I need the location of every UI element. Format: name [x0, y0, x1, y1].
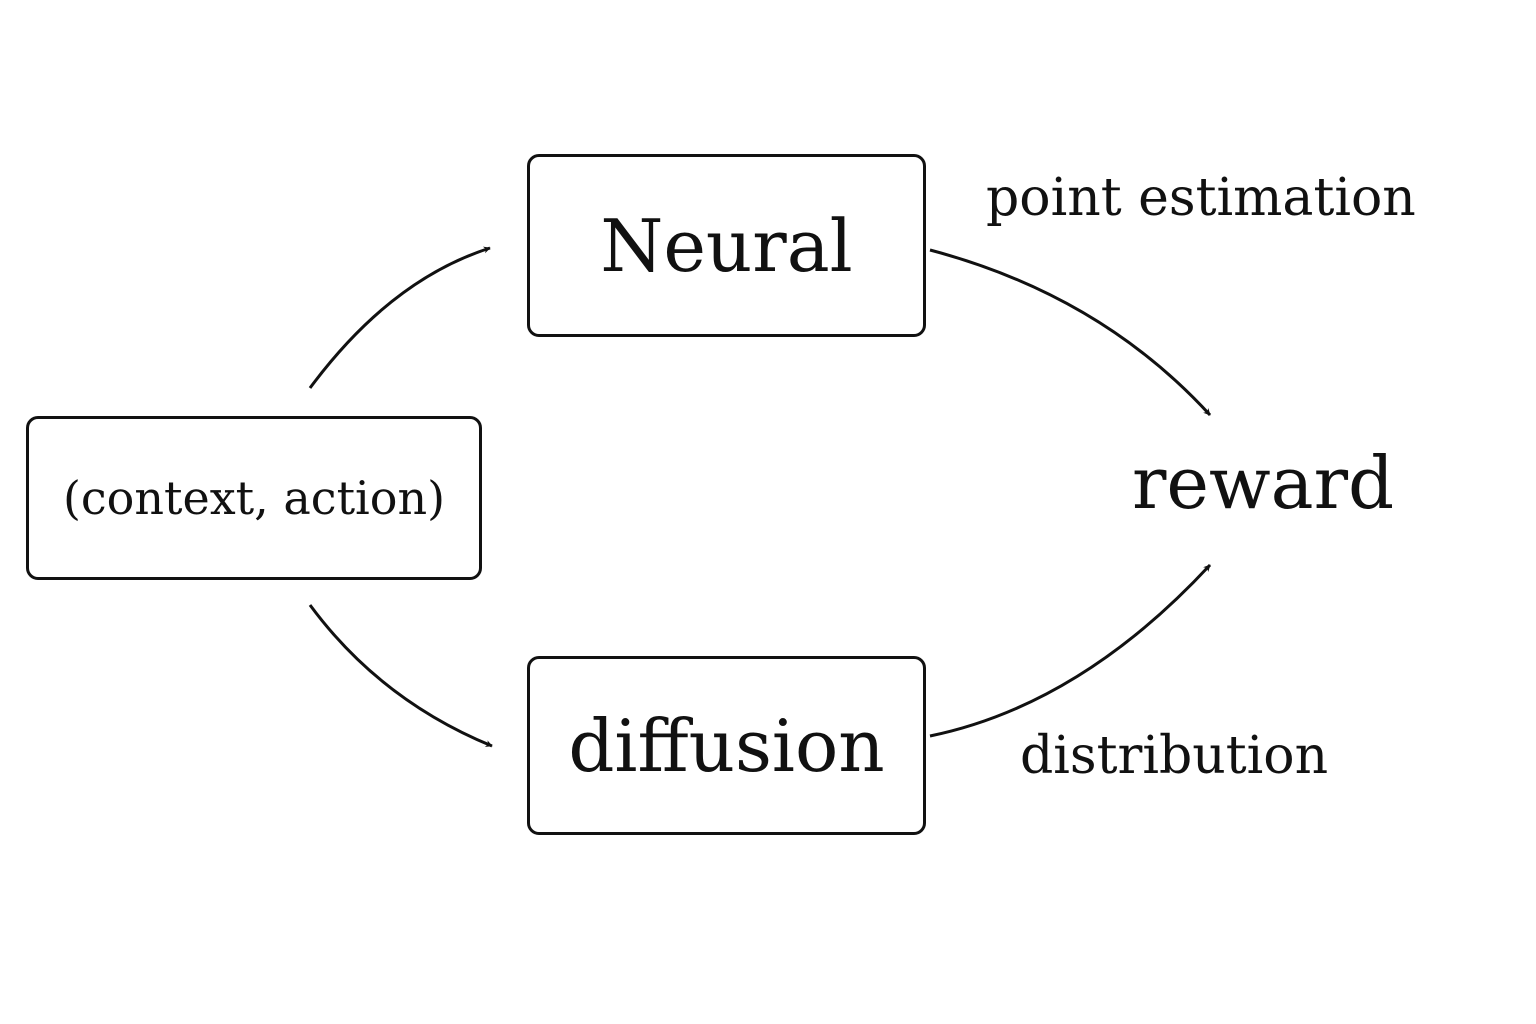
node-output-label: reward: [1132, 441, 1395, 525]
edge-label-neural-output: point estimation: [986, 168, 1416, 228]
edge-label-diffusion-output: distribution: [1020, 726, 1329, 786]
node-input-box: (context, action): [26, 416, 482, 580]
node-input-label: (context, action): [62, 471, 446, 525]
node-diffusion-box: diffusion: [527, 656, 926, 835]
node-diffusion-label: diffusion: [568, 703, 885, 788]
node-neural-label: Neural: [600, 203, 853, 288]
arrow-diffusion-to-output: [929, 563, 1212, 738]
node-neural-box: Neural: [527, 154, 926, 337]
arrow-input-to-neural: [308, 246, 491, 389]
arrow-neural-to-output: [929, 248, 1212, 417]
arrow-input-to-diffusion: [308, 604, 493, 748]
